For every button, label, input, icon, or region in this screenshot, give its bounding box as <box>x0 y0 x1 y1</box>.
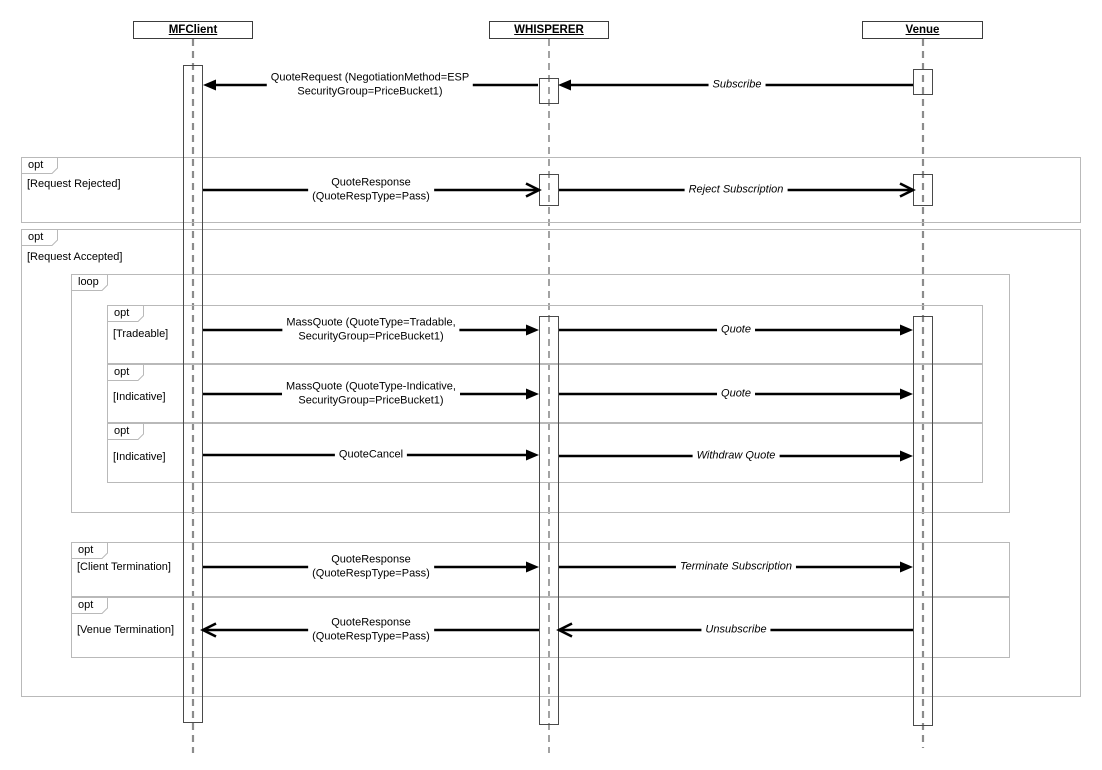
message-label-massquote-tradable: MassQuote (QuoteType=Tradable,SecurityGr… <box>282 316 460 344</box>
frame-tab-pentagon <box>107 305 144 322</box>
frame-guard-condition: [Request Accepted] <box>25 251 125 263</box>
message-label-line: (QuoteRespType=Pass) <box>312 630 430 642</box>
message-label-line: (QuoteRespType=Pass) <box>312 567 430 579</box>
frame-tab-pentagon <box>71 274 108 291</box>
frame-operator-label: opt <box>28 159 44 171</box>
message-label-line: SecurityGroup=PriceBucket1) <box>298 330 444 342</box>
message-label-line: QuoteRequest (NegotiationMethod=ESP <box>270 71 470 84</box>
activation-bar-whisperer <box>539 78 559 104</box>
message-label-line: SecurityGroup=PriceBucket1) <box>298 394 444 406</box>
frame-guard-condition: [Indicative] <box>111 451 168 463</box>
message-label-subscribe: Subscribe <box>708 78 766 92</box>
frame-operator-label: opt <box>114 307 130 319</box>
frame-guard-condition: [Tradeable] <box>111 328 171 340</box>
frame-operator-label: opt <box>78 599 94 611</box>
message-label-quote-response-reject: QuoteResponse(QuoteRespType=Pass) <box>308 176 434 204</box>
participant-mfclient: MFClient <box>133 21 253 39</box>
message-label-quote-2: Quote <box>717 387 755 401</box>
message-label-line: MassQuote (QuoteType-Indicative, <box>286 380 456 393</box>
frame-opt-request-accepted <box>21 229 1081 697</box>
message-label-line: Quote <box>721 323 751 336</box>
message-label-line: Reject Subscription <box>688 183 784 196</box>
frame-opt-indicative <box>107 364 983 423</box>
message-label-line: Subscribe <box>712 78 762 91</box>
frame-operator-label: opt <box>78 544 94 556</box>
activation-bar-venue <box>913 69 933 95</box>
participant-whisperer: WHISPERER <box>489 21 609 39</box>
message-label-line: QuoteResponse <box>331 616 411 629</box>
frame-opt-venue-termination <box>71 597 1010 658</box>
activation-bar-venue <box>913 316 933 726</box>
message-label-line: Withdraw Quote <box>696 449 776 462</box>
message-label-quote-response-client: QuoteResponse(QuoteRespType=Pass) <box>308 553 434 581</box>
message-label-massquote-indicative: MassQuote (QuoteType-Indicative,Security… <box>282 380 460 408</box>
message-label-terminate-subscription: Terminate Subscription <box>675 560 797 574</box>
message-label-line: QuoteCancel <box>338 448 404 461</box>
message-label-line: (QuoteRespType=Pass) <box>312 190 430 202</box>
activation-bar-mfclient <box>183 65 203 723</box>
message-label-line: QuoteResponse <box>331 553 411 566</box>
frame-operator-label: opt <box>114 425 130 437</box>
message-label-line: SecurityGroup=PriceBucket1) <box>297 85 443 97</box>
frame-guard-condition: [Client Termination] <box>75 561 173 573</box>
frame-tab-pentagon <box>107 364 144 381</box>
message-label-withdraw-quote: Withdraw Quote <box>692 449 780 463</box>
frame-operator-label: opt <box>28 231 44 243</box>
frame-loop <box>71 274 1010 513</box>
frame-opt-client-termination <box>71 542 1010 597</box>
message-label-quote-response-venue: QuoteResponse(QuoteRespType=Pass) <box>308 616 434 644</box>
participant-venue: Venue <box>862 21 983 39</box>
message-label-reject-subscription: Reject Subscription <box>684 183 788 197</box>
message-label-line: Quote <box>721 387 751 400</box>
frame-tab-pentagon <box>71 542 108 559</box>
frame-guard-condition: [Indicative] <box>111 391 168 403</box>
message-label-line: Unsubscribe <box>705 623 767 636</box>
message-label-line: QuoteResponse <box>331 176 411 189</box>
frame-tab-pentagon <box>107 423 144 440</box>
frame-opt-indicative <box>107 423 983 483</box>
message-label-line: Terminate Subscription <box>679 560 793 573</box>
frame-opt-request-rejected <box>21 157 1081 223</box>
frame-tab-pentagon <box>71 597 108 614</box>
message-label-line: MassQuote (QuoteType=Tradable, <box>286 316 456 329</box>
frame-operator-label: loop <box>78 276 99 288</box>
frame-operator-label: opt <box>114 366 130 378</box>
message-label-quote-cancel: QuoteCancel <box>334 448 408 462</box>
frame-guard-condition: [Request Rejected] <box>25 178 123 190</box>
message-label-unsubscribe: Unsubscribe <box>701 623 771 637</box>
frame-opt-tradeable <box>107 305 983 364</box>
frame-tab-pentagon <box>21 229 58 246</box>
frame-tab-pentagon <box>21 157 58 174</box>
message-label-quote-1: Quote <box>717 323 755 337</box>
activation-bar-whisperer <box>539 316 559 725</box>
frame-guard-condition: [Venue Termination] <box>75 624 177 636</box>
